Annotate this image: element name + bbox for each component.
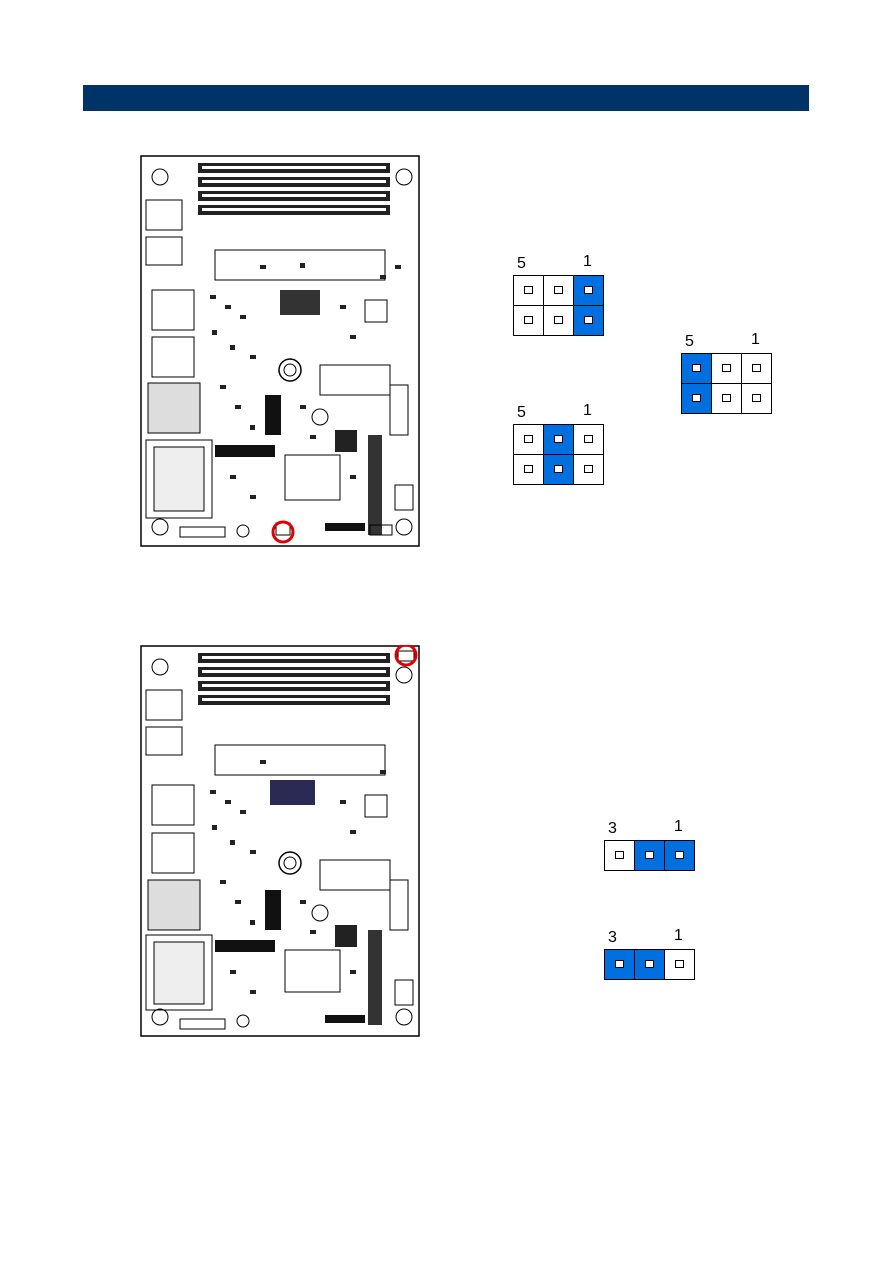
jumper-pin-cell bbox=[574, 425, 604, 455]
pin-square-icon bbox=[554, 435, 563, 443]
jumper-pin-cell bbox=[665, 841, 695, 871]
jumper-pin-cell bbox=[544, 455, 574, 485]
pin-label-right: 1 bbox=[674, 819, 683, 835]
jumper-pin-cell bbox=[514, 455, 544, 485]
pin-square-icon bbox=[692, 364, 701, 372]
pin-label-left: 3 bbox=[608, 930, 617, 946]
section-header-bar bbox=[83, 85, 809, 111]
jumper-pin-grid bbox=[604, 840, 695, 871]
pin-label-right: 1 bbox=[674, 928, 683, 944]
jumper-pin-cell bbox=[682, 354, 712, 384]
jumper-pin-cell bbox=[665, 950, 695, 980]
pin-square-icon bbox=[615, 851, 624, 859]
pin-square-icon bbox=[645, 851, 654, 859]
pin-label-left: 3 bbox=[608, 821, 617, 837]
pin-label-right: 1 bbox=[583, 254, 592, 270]
pin-square-icon bbox=[722, 364, 731, 372]
pin-label-left: 5 bbox=[685, 334, 694, 350]
pin-square-icon bbox=[524, 435, 533, 443]
pin-label-left: 5 bbox=[517, 405, 526, 421]
jumper-pin-cell bbox=[544, 276, 574, 306]
pin-square-icon bbox=[645, 960, 654, 968]
jumper-pin-cell bbox=[635, 841, 665, 871]
pin-label-left: 5 bbox=[517, 256, 526, 272]
jumper-pin-cell bbox=[514, 306, 544, 336]
jumper-pin-grid bbox=[681, 353, 772, 414]
pin-square-icon bbox=[584, 286, 593, 294]
pin-square-icon bbox=[752, 394, 761, 402]
jumper-pin-grid bbox=[513, 275, 604, 336]
pin-square-icon bbox=[722, 394, 731, 402]
pin-square-icon bbox=[675, 851, 684, 859]
jumper-pin-cell bbox=[574, 455, 604, 485]
jumper-pin-cell bbox=[682, 384, 712, 414]
pin-square-icon bbox=[554, 465, 563, 473]
pin-square-icon bbox=[752, 364, 761, 372]
jumper-pin-cell bbox=[605, 841, 635, 871]
pin-label-right: 1 bbox=[583, 403, 592, 419]
pin-square-icon bbox=[524, 286, 533, 294]
jumper-pin-cell bbox=[544, 306, 574, 336]
jumper-pin-cell bbox=[514, 425, 544, 455]
pin-square-icon bbox=[584, 435, 593, 443]
pin-square-icon bbox=[524, 465, 533, 473]
jumper-pin-cell bbox=[544, 425, 574, 455]
pin-square-icon bbox=[692, 394, 701, 402]
jumper-pin-cell bbox=[742, 354, 772, 384]
jumper-pin-cell bbox=[712, 384, 742, 414]
pin-label-right: 1 bbox=[751, 332, 760, 348]
jumper-pin-cell bbox=[574, 276, 604, 306]
jumper-pin-cell bbox=[712, 354, 742, 384]
jumper-pin-cell bbox=[635, 950, 665, 980]
pin-square-icon bbox=[554, 286, 563, 294]
pin-square-icon bbox=[584, 465, 593, 473]
pin-square-icon bbox=[554, 316, 563, 324]
jumper-pin-grid bbox=[604, 949, 695, 980]
pin-square-icon bbox=[584, 316, 593, 324]
pin-square-icon bbox=[675, 960, 684, 968]
jumper-pin-cell bbox=[574, 306, 604, 336]
motherboard-diagram-bottom bbox=[140, 645, 420, 1037]
jumper-pin-cell bbox=[605, 950, 635, 980]
pin-square-icon bbox=[615, 960, 624, 968]
pin-square-icon bbox=[524, 316, 533, 324]
jumper-pin-cell bbox=[514, 276, 544, 306]
motherboard-diagram-top bbox=[140, 155, 420, 547]
jumper-pin-cell bbox=[742, 384, 772, 414]
jumper-pin-grid bbox=[513, 424, 604, 485]
